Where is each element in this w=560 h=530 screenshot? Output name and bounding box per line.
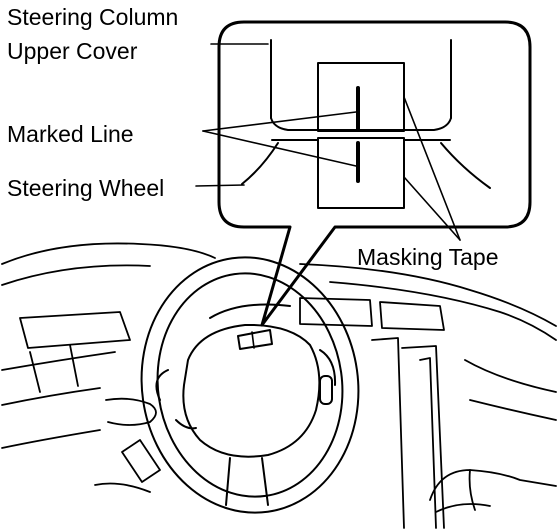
wheel-masking-tape (237, 329, 273, 350)
leader-masking-tape-upper (403, 96, 461, 241)
masking-tape-lower (317, 137, 405, 209)
leader-marked-line-lower (202, 130, 357, 167)
masking-tape-upper (317, 62, 405, 132)
leader-masking-tape-lower (403, 176, 461, 241)
dashboard (1, 242, 557, 529)
label-masking-tape: Masking Tape (357, 244, 499, 270)
masking-tape-pieces (317, 62, 405, 209)
label-steering-wheel: Steering Wheel (7, 175, 165, 201)
label-marked-line: Marked Line (7, 121, 134, 147)
label-steering-column-upper-cover-line1: Steering Column (7, 4, 179, 30)
leader-steering-wheel (195, 184, 245, 187)
callout-bubble (217, 20, 532, 327)
leader-marked-line-upper (202, 111, 357, 132)
steering-wheel (140, 256, 360, 514)
leader-lines (195, 43, 461, 241)
label-steering-column-upper-cover-line2: Upper Cover (7, 38, 138, 64)
